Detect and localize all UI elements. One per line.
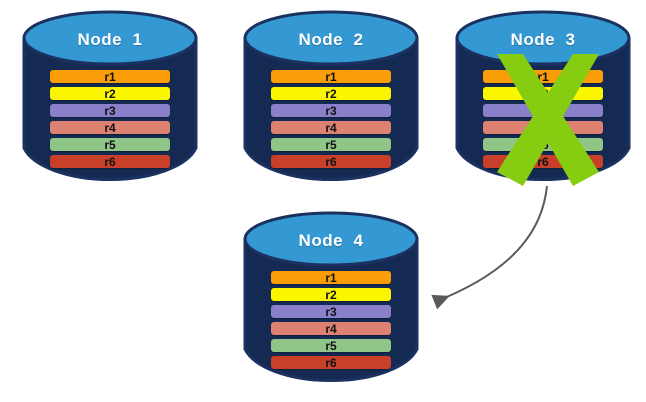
row-label: r1 [537, 69, 549, 84]
node-1[interactable]: Node 1 r1 r2 r3 r4 r5 r6 [22, 8, 198, 184]
row-label: r3 [325, 103, 337, 118]
row-label: r4 [104, 120, 116, 135]
node-1-row-r4[interactable]: r4 [50, 121, 170, 134]
row-label: r4 [325, 120, 337, 135]
row-label: r2 [325, 287, 337, 302]
node-1-row-r1[interactable]: r1 [50, 70, 170, 83]
row-label: r6 [104, 154, 116, 169]
node-4-row-r3[interactable]: r3 [271, 305, 391, 318]
node-2[interactable]: Node 2 r1 r2 r3 r4 r5 r6 [243, 8, 419, 184]
row-label: r6 [325, 154, 337, 169]
node-4-row-r5[interactable]: r5 [271, 339, 391, 352]
node-4-row-r1[interactable]: r1 [271, 271, 391, 284]
node-2-row-r4[interactable]: r4 [271, 121, 391, 134]
node-2-row-r2[interactable]: r2 [271, 87, 391, 100]
row-label: r5 [537, 137, 549, 152]
node-2-rows: r1 r2 r3 r4 r5 r6 [243, 70, 419, 168]
node-3-row-r5[interactable]: r5 [483, 138, 603, 151]
node-2-row-r3[interactable]: r3 [271, 104, 391, 117]
node-4-row-r2[interactable]: r2 [271, 288, 391, 301]
row-label: r4 [325, 321, 337, 336]
node-4-rows: r1 r2 r3 r4 r5 r6 [243, 271, 419, 369]
row-label: r6 [325, 355, 337, 370]
node-4[interactable]: Node 4 r1 r2 r3 r4 r5 r6 [243, 209, 419, 385]
row-label: r2 [537, 86, 549, 101]
node-3-rows: r1 r2 r3 r4 r5 r6 [455, 70, 631, 168]
node-2-row-r5[interactable]: r5 [271, 138, 391, 151]
row-label: r5 [325, 338, 337, 353]
node-4-row-r4[interactable]: r4 [271, 322, 391, 335]
node-2-row-r6[interactable]: r6 [271, 155, 391, 168]
row-label: r1 [325, 270, 337, 285]
node-3-row-r3[interactable]: r3 [483, 104, 603, 117]
node-1-row-r3[interactable]: r3 [50, 104, 170, 117]
row-label: r3 [104, 103, 116, 118]
row-label: r1 [325, 69, 337, 84]
node-4-row-r6[interactable]: r6 [271, 356, 391, 369]
row-label: r2 [325, 86, 337, 101]
node-3-row-r2[interactable]: r2 [483, 87, 603, 100]
node-3[interactable]: Node 3 r1 r2 r3 r4 r5 r6 [455, 8, 631, 186]
row-label: r3 [537, 103, 549, 118]
node-3-row-r4[interactable]: r4 [483, 121, 603, 134]
node-1-row-r6[interactable]: r6 [50, 155, 170, 168]
row-label: r1 [104, 69, 116, 84]
row-label: r5 [104, 137, 116, 152]
row-label: r5 [325, 137, 337, 152]
node-1-rows: r1 r2 r3 r4 r5 r6 [22, 70, 198, 168]
row-label: r6 [537, 154, 549, 169]
row-label: r4 [537, 120, 549, 135]
node-3-row-r6[interactable]: r6 [483, 155, 603, 168]
node-1-row-r2[interactable]: r2 [50, 87, 170, 100]
row-label: r2 [104, 86, 116, 101]
node-3-row-r1[interactable]: r1 [483, 70, 603, 83]
node-2-row-r1[interactable]: r1 [271, 70, 391, 83]
node-1-row-r5[interactable]: r5 [50, 138, 170, 151]
row-label: r3 [325, 304, 337, 319]
